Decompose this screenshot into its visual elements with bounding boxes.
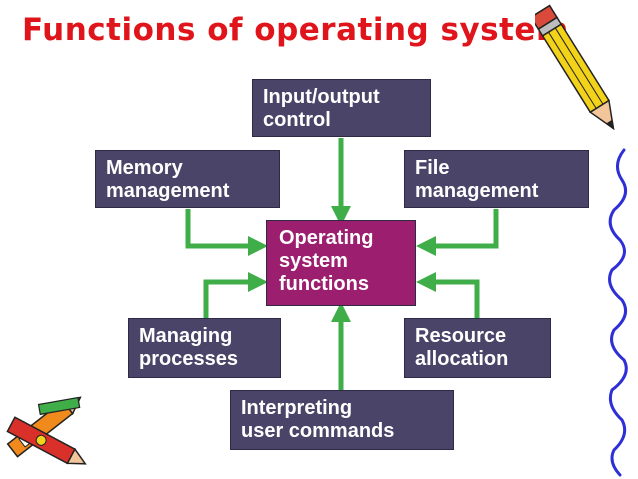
memory-line2: management [106,180,230,202]
arrow-processes [203,272,268,318]
processes-line1: Managing [139,325,233,347]
processes-line2: processes [139,348,238,370]
resource-line1: Resource [415,325,507,347]
resource-allocation-box: Resource allocation [404,318,551,378]
arrow-memory [185,209,268,256]
pencil-icon [535,4,615,131]
commands-line1: Interpreting [241,397,353,419]
resource-line2: allocation [415,348,509,370]
commands-line2: user commands [241,420,395,442]
memory-management-box: Memory management [95,150,280,208]
memory-line1: Memory [106,157,183,179]
file-line2: management [415,180,539,202]
crayons-icon [6,396,87,465]
operating-system-functions-box: Operating system functions [266,220,416,306]
input-output-control-box: Input/output control [252,79,431,137]
arrow-file [416,209,499,256]
file-line1: File [415,157,450,179]
arrow-resource [416,272,480,318]
file-management-box: File management [404,150,589,208]
managing-processes-box: Managing processes [128,318,281,378]
center-line1: Operating [279,227,374,249]
center-line2: system [279,250,348,272]
page-title: Functions of operating system [22,12,569,48]
interpreting-user-commands-box: Interpreting user commands [230,390,454,450]
center-line3: functions [279,273,369,295]
input-output-line2: control [263,109,331,131]
input-output-line1: Input/output [263,86,380,108]
